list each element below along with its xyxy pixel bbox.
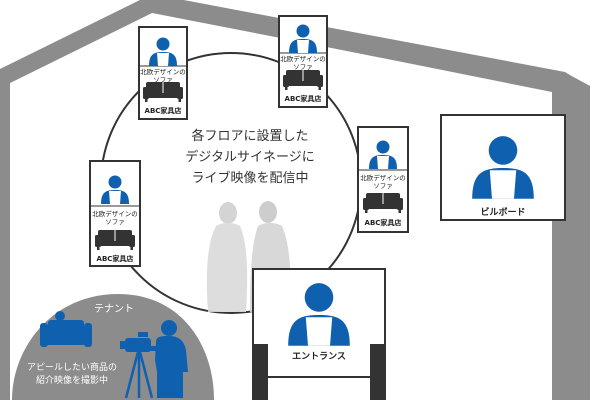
signage-display: 北欧デザインの ソファ ABC家具店	[357, 126, 409, 233]
center-message-line-3: ライブ映像を配信中	[191, 171, 309, 186]
signage-product-text: 北欧デザインの ソファ	[359, 174, 407, 190]
signage-shop-name: ABC家具店	[144, 107, 182, 115]
signage-product-line-1: 北欧デザインの	[360, 174, 406, 182]
signage-product-line-2: ソファ	[293, 63, 313, 71]
signage-display: 北欧デザインの ソファ ABC家具店	[89, 160, 141, 267]
entrance-screen: エントランス	[252, 268, 386, 378]
center-message-line-1: 各フロアに設置した	[191, 129, 309, 144]
tenant-caption-line-2: 紹介映像を撮影中	[35, 376, 108, 386]
signage-content-icons	[280, 24, 326, 91]
signage-shop-name: ABC家具店	[284, 95, 322, 103]
entrance-pillar-left	[252, 344, 268, 400]
signage-display: 北欧デザインの ソファ ABC家具店	[138, 26, 188, 120]
video-camera	[120, 332, 154, 399]
signage-product-line-1: 北欧デザインの	[140, 68, 186, 76]
entrance-label: エントランス	[292, 352, 346, 362]
entrance-pillar-right	[370, 344, 386, 400]
signage-content-icons	[140, 37, 186, 103]
billboard-person-icon	[472, 136, 534, 199]
billboard-label: ビルボード	[480, 208, 526, 218]
center-message: 各フロアに設置した デジタルサイネージに ライブ映像を配信中	[170, 126, 330, 189]
signage-product-text: 北欧デザインの ソファ	[91, 210, 139, 226]
signage-product-line-2: ソファ	[373, 182, 393, 190]
entrance-display: エントランス	[252, 268, 386, 400]
signage-display: 北欧デザインの ソファ ABC家具店	[278, 15, 328, 108]
camera-operator	[148, 320, 188, 398]
tenant-title: テナント	[94, 304, 134, 315]
signage-product-text: 北欧デザインの ソファ	[140, 68, 186, 84]
signage-product-line-2: ソファ	[105, 218, 125, 226]
center-message-line-2: デジタルサイネージに	[185, 150, 315, 165]
tenant-caption-line-1: アピールしたい商品の	[26, 363, 117, 373]
signage-product-text: 北欧デザインの ソファ	[280, 55, 326, 71]
signage-shop-name: ABC家具店	[96, 255, 134, 263]
signage-content-icons	[359, 140, 407, 214]
signage-product-line-1: 北欧デザインの	[280, 55, 326, 63]
signage-product-line-2: ソファ	[153, 76, 173, 84]
billboard: ビルボード	[440, 114, 566, 221]
tenant-caption: アピールしたい商品の 紹介映像を撮影中	[20, 362, 124, 388]
signage-content-icons	[91, 175, 139, 251]
signage-shop-name: ABC家具店	[364, 219, 402, 227]
signage-product-line-1: 北欧デザインの	[92, 210, 138, 218]
